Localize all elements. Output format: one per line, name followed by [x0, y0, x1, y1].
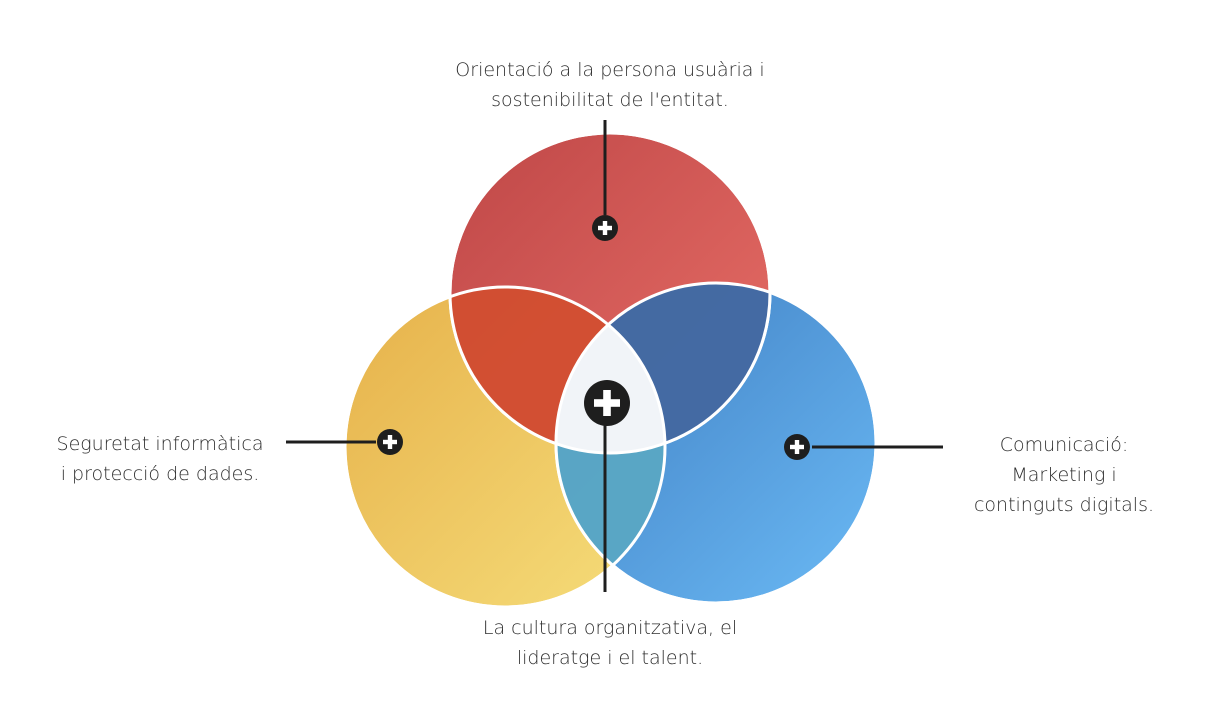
label-right-line2: Marketing i	[1011, 464, 1117, 486]
plus-icon-center[interactable]	[584, 380, 630, 426]
label-right-line1: Comunicació:	[999, 434, 1129, 456]
plus-icon-right[interactable]	[784, 434, 810, 460]
outline-left	[343, 285, 667, 609]
label-bottom-line2: lideratge i el talent.	[516, 647, 704, 669]
label-right: Comunicació: Marketing i continguts digi…	[945, 430, 1183, 520]
label-left-line1: Seguretat informàtica	[56, 433, 264, 455]
label-right-line3: continguts digitals.	[973, 494, 1155, 516]
label-top: Orientació a la persona usuària i sosten…	[380, 55, 840, 115]
label-top-line2: sostenibilitat de l'entitat.	[491, 89, 729, 111]
label-left-line2: i protecció de dades.	[60, 463, 260, 485]
plus-icon-left[interactable]	[377, 429, 403, 455]
label-left: Seguretat informàtica i protecció de dad…	[20, 429, 300, 489]
outline-right	[554, 281, 878, 605]
label-bottom: La cultura organitzativa, el lideratge i…	[420, 613, 800, 673]
plus-icon-top[interactable]	[592, 215, 618, 241]
label-bottom-line1: La cultura organitzativa, el	[482, 617, 738, 639]
label-top-line1: Orientació a la persona usuària i	[455, 59, 765, 81]
overlap-center	[556, 287, 665, 453]
